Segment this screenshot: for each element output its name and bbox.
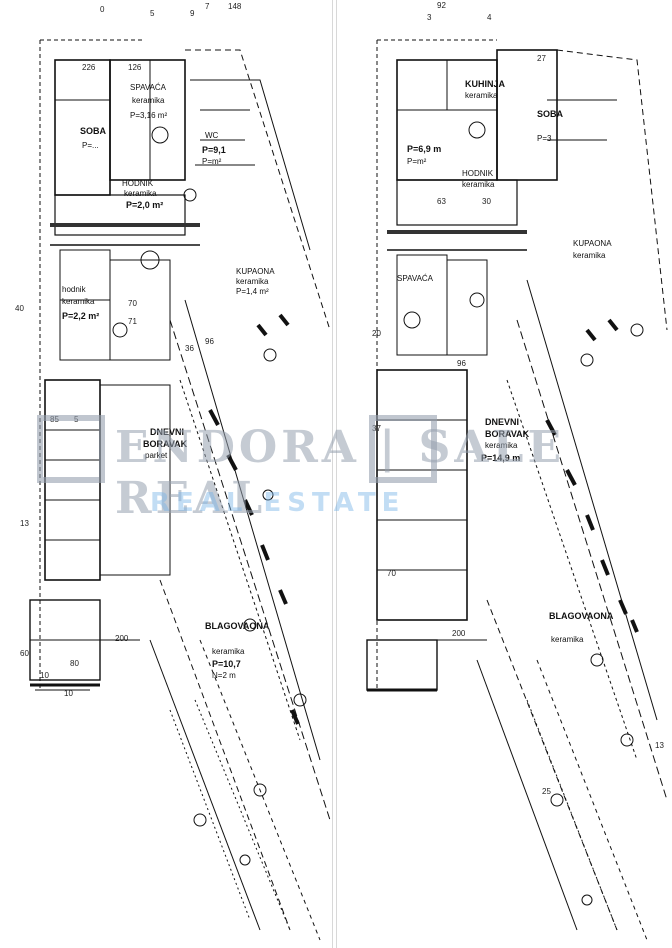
room-hodnik-2: hodnik xyxy=(62,285,86,294)
floor-plan-left-drawing xyxy=(29,39,331,941)
room-r-boravak-floor: keramika xyxy=(485,441,518,450)
room-r-hodnik-floor: keramika xyxy=(462,180,495,189)
dim-r-96: 96 xyxy=(457,359,466,368)
room-r-soba-area: P=6,9 m xyxy=(407,144,442,154)
room-kupaona: KUPAONA xyxy=(236,267,275,276)
room-wc-unit: P=m² xyxy=(202,157,222,166)
room-blagovaona: BLAGOVAONA xyxy=(205,621,270,631)
room-dnevni: DNEVNI xyxy=(150,427,185,437)
room-spavaca-floor: keramika xyxy=(132,96,165,105)
label-226: 226 xyxy=(82,63,96,72)
room-kupaona-floor: keramika xyxy=(236,277,269,286)
room-soba-area: P=... xyxy=(82,141,99,150)
floor-plan-right-sheet: 92 3 4 KUHINJA keramika SOBA P=6,9 m P=m… xyxy=(336,0,669,948)
room-r-spavaca: SPAVAĆA xyxy=(397,274,434,283)
dim-top-2: 9 xyxy=(190,9,195,18)
dim-200: 200 xyxy=(115,634,129,643)
room-hodnik-floor: keramika xyxy=(124,189,157,198)
room-hodnik-2-area: P=2,2 m² xyxy=(62,311,100,321)
dim-60: 60 xyxy=(20,649,29,658)
dim-r-63: 63 xyxy=(437,197,446,206)
room-r-boravak: BORAVAK xyxy=(485,429,530,439)
room-blagovaona-area: P=10,7 xyxy=(212,659,241,669)
room-spavaca: SPAVAĆA xyxy=(130,83,167,92)
label-126: 126 xyxy=(128,63,142,72)
dim-r-top-2: 4 xyxy=(487,13,492,22)
room-r-kupaona: KUPAONA xyxy=(573,239,612,248)
floor-plan-left-sheet: 0 5 9 7 148 226 126 SPAVAĆA keramika P=3… xyxy=(0,0,333,948)
dim-r-20: 20 xyxy=(372,329,381,338)
room-soba: SOBA xyxy=(80,126,107,136)
dim-13: 13 xyxy=(20,519,29,528)
room-blagovaona-height: N=2 m xyxy=(212,671,236,680)
dim-5: 5 xyxy=(74,415,79,424)
room-hodnik-area: P=2,0 m² xyxy=(126,200,164,210)
dim-10: 10 xyxy=(64,689,73,698)
dim-40: 40 xyxy=(15,304,24,313)
room-r-kuhinja: KUHINJA xyxy=(465,79,506,89)
room-blagovaona-floor: keramika xyxy=(212,647,245,656)
dim-top-3: 7 xyxy=(205,2,210,11)
room-r-boravak-area: P=14,9 m xyxy=(481,453,521,463)
dim-r-30: 30 xyxy=(482,197,491,206)
floor-plan-right-drawing xyxy=(366,39,668,941)
dim-85: 85 xyxy=(50,415,59,424)
dim-70: 70 xyxy=(128,299,137,308)
room-r-p3: P=3 xyxy=(537,134,552,143)
dim-r-200: 200 xyxy=(452,629,466,638)
room-r-kupaona-floor: keramika xyxy=(573,251,606,260)
room-spavaca-area: P=3,16 m² xyxy=(130,111,168,120)
room-hodnik: HODNIK xyxy=(122,179,154,188)
room-r-kuhinja-floor: keramika xyxy=(465,91,498,100)
dim-r-70: 70 xyxy=(387,569,396,578)
room-kupaona-area: P=1,4 m² xyxy=(236,287,269,296)
dim-r-25: 25 xyxy=(542,787,551,796)
room-r-blagovaona: BLAGOVAONA xyxy=(549,611,614,621)
room-boravak-floor: parket xyxy=(145,451,168,460)
room-wc: WC xyxy=(205,131,219,140)
dim-r-37: 37 xyxy=(372,424,381,433)
dim-r-13: 13 xyxy=(655,741,664,750)
room-boravak: BORAVAK xyxy=(143,439,188,449)
dim-r-top-0: 92 xyxy=(437,1,446,10)
room-r-blagovaona-floor: keramika xyxy=(551,635,584,644)
room-r-soba: SOBA xyxy=(537,109,564,119)
dim-36: 36 xyxy=(185,344,194,353)
room-r-soba-unit: P=m² xyxy=(407,157,427,166)
room-r-hodnik: HODNIK xyxy=(462,169,494,178)
room-hodnik-2-floor: keramika xyxy=(62,297,95,306)
dim-71: 71 xyxy=(128,317,137,326)
dim-top-1: 5 xyxy=(150,9,155,18)
dim-10b: 10 xyxy=(40,671,49,680)
dim-r-27: 27 xyxy=(537,54,546,63)
dim-top-4: 148 xyxy=(228,2,242,11)
dim-80: 80 xyxy=(70,659,79,668)
room-r-dnevni: DNEVNI xyxy=(485,417,520,427)
dim-top-0: 0 xyxy=(100,5,105,14)
dim-r-top-1: 3 xyxy=(427,13,432,22)
room-wc-area: P=9,1 xyxy=(202,145,226,155)
dim-96: 96 xyxy=(205,337,214,346)
